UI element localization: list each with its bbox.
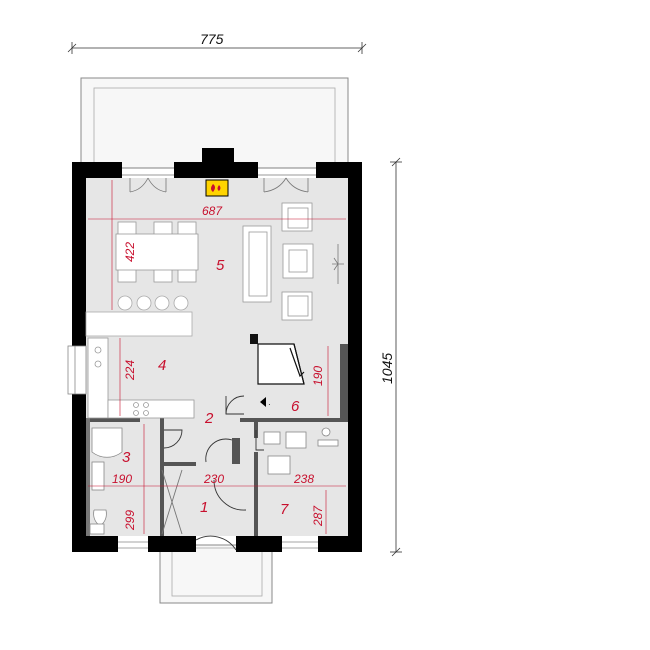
room-number-1: 1 [200,499,208,516]
stair-direction-icon [260,397,266,407]
side-window-left [67,345,87,395]
outer-walls [72,162,362,552]
overall-width-dimension [67,42,367,54]
bathroom-fixtures [89,427,123,535]
interior-doors [161,395,264,551]
overall-depth-label: 1045 [379,353,395,384]
interior-walls [86,334,348,536]
utility-fixtures [263,427,339,475]
utility-width-label: 238 [293,472,314,486]
front-windows [118,541,318,549]
room-number-6: 6 [291,398,300,415]
fireplace-flame-icon [211,184,221,192]
fireplace [205,179,229,197]
living-width-label: 687 [202,204,223,218]
front-entrance-step [159,544,273,604]
kitchen-island [85,311,193,337]
dining-table [115,221,199,283]
bath-lower-label: 299 [123,510,137,531]
room-number-7: 7 [280,501,289,518]
chimney [202,148,234,178]
stair-depth-label: 190 [311,366,325,386]
rear-windows [122,167,316,193]
kitchen-counter [87,337,195,419]
hall-width-label: 230 [203,472,224,486]
kitchen-depth-label: 224 [123,360,137,381]
sofa-set [242,202,314,321]
bar-stools [117,295,189,311]
room-number-2: 2 [204,410,214,427]
bath-depth-label: 190 [112,472,132,486]
room-number-5: 5 [216,257,225,274]
side-window-right [332,244,344,284]
utility-depth-label: 287 [311,505,325,527]
overall-width-label: 775 [200,31,224,47]
interior-dimension-lines [88,180,346,534]
room-number-3: 3 [122,449,131,466]
overall-depth-dimension [390,157,402,557]
front-entrance-step-inner [171,547,263,597]
stair-arrow-mark: · [268,400,271,409]
room-number-4: 4 [158,357,166,374]
staircase [257,343,305,385]
dining-depth-label: 422 [123,242,137,262]
